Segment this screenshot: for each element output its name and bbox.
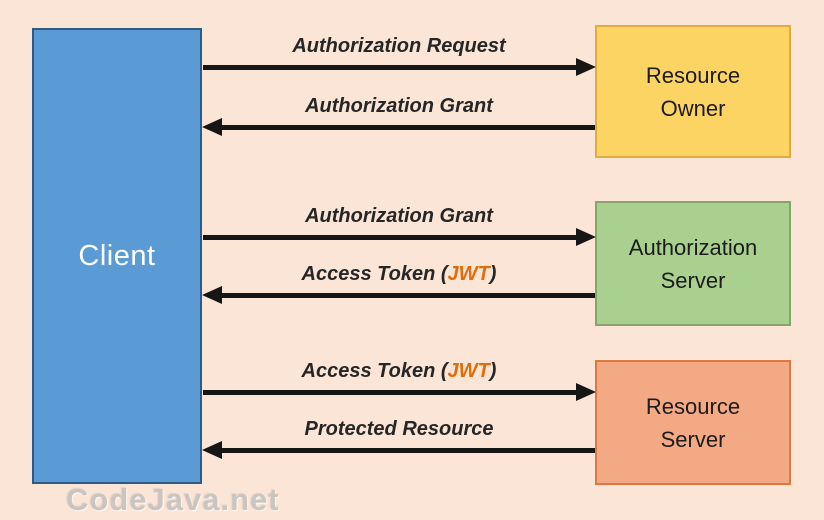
arrow-shaft: [203, 65, 579, 70]
client-box-label: Client: [78, 239, 156, 272]
arrow-head-left-icon: [202, 441, 222, 459]
client-box: Client: [32, 28, 202, 484]
jwt-highlight: JWT: [447, 263, 490, 285]
authorization-server-label-line1: Authorization: [628, 234, 758, 260]
arrow-head-right-icon: [576, 228, 596, 246]
flow-label-text: Authorization Request: [292, 35, 506, 57]
flow-label-text: Authorization Grant: [305, 95, 493, 117]
arrow-head-right-icon: [576, 58, 596, 76]
flow-label-text: Protected Resource: [304, 418, 494, 440]
arrow-head-left-icon: [202, 118, 222, 136]
resource-owner-label-line1: Resource: [645, 62, 741, 88]
flow-label-text: ): [489, 360, 497, 382]
flow-label-authorization-grant-1: Authorization Grant: [203, 91, 595, 121]
arrow-shaft: [219, 448, 595, 453]
arrow-head-right-icon: [576, 383, 596, 401]
arrow-head-left-icon: [202, 286, 222, 304]
resource-server-label-line1: Resource: [645, 393, 741, 419]
resource-owner-box: Resource Owner: [595, 25, 791, 158]
authorization-server-label-line2: Server: [660, 267, 726, 293]
flow-label-access-token-1: Access Token (JWT): [203, 259, 595, 289]
arrow-shaft: [203, 235, 579, 240]
flow-label-text: Access Token (: [301, 360, 448, 382]
resource-server-label-line2: Server: [660, 426, 726, 452]
arrow-shaft: [219, 293, 595, 298]
flow-label-authorization-request: Authorization Request: [203, 31, 595, 61]
flow-label-authorization-grant-2: Authorization Grant: [203, 201, 595, 231]
watermark-codejava: CodeJava.net: [66, 482, 280, 517]
authorization-server-box: Authorization Server: [595, 201, 791, 326]
arrow-shaft: [219, 125, 595, 130]
arrow-shaft: [203, 390, 579, 395]
flow-label-text: ): [489, 263, 497, 285]
flow-label-access-token-2: Access Token (JWT): [203, 356, 595, 386]
flow-label-protected-resource: Protected Resource: [203, 414, 595, 444]
flow-label-text: Authorization Grant: [305, 205, 493, 227]
jwt-highlight: JWT: [447, 360, 490, 382]
resource-owner-label-line2: Owner: [660, 95, 726, 121]
resource-server-box: Resource Server: [595, 360, 791, 485]
flow-label-text: Access Token (: [301, 263, 448, 285]
